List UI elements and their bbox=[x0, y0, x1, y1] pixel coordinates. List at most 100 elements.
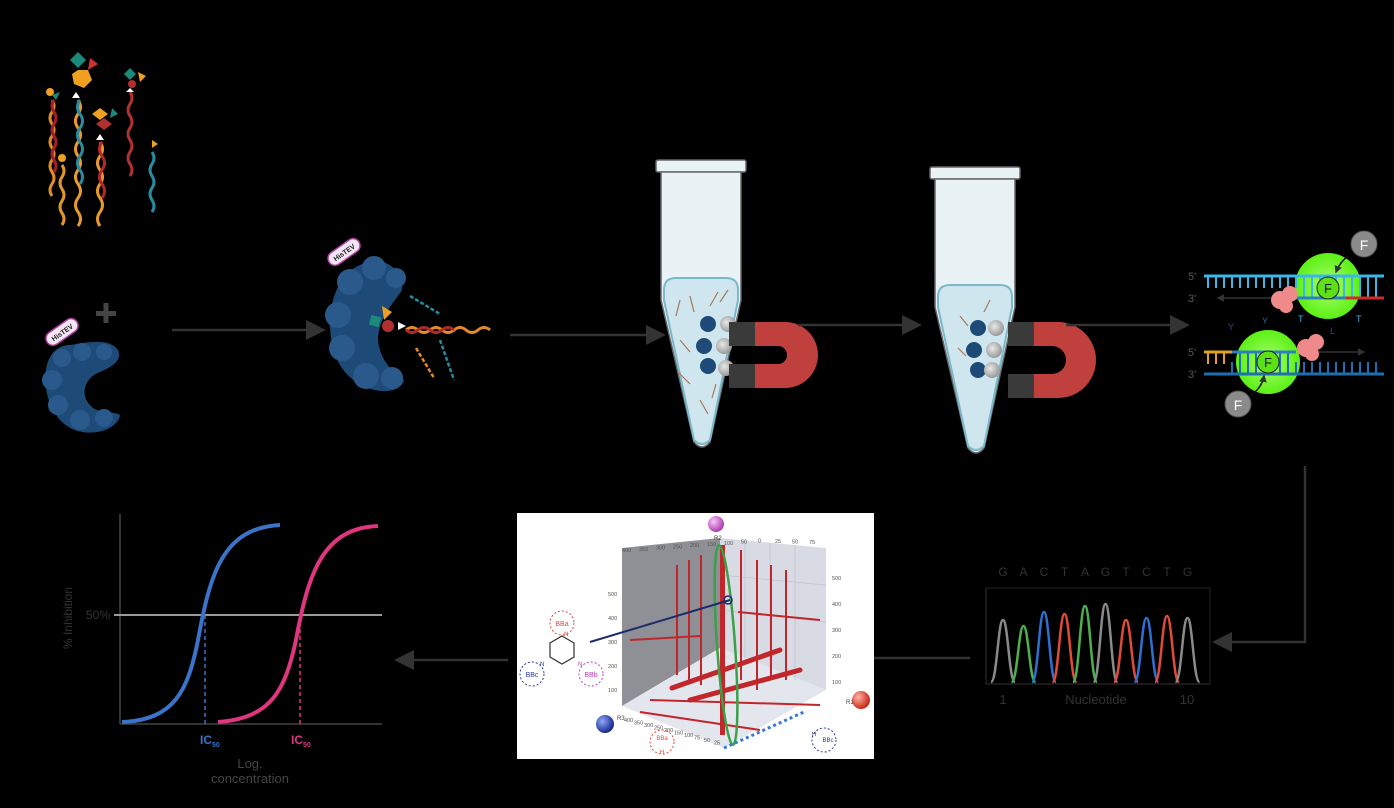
scatter-tick-label: 200 bbox=[608, 664, 617, 670]
seq-axis-end: 10 bbox=[1180, 692, 1194, 707]
base-letter: G bbox=[998, 565, 1007, 579]
bb-a-label: BBa bbox=[656, 736, 668, 742]
fluor-label: F bbox=[1234, 397, 1243, 413]
base-letter: T bbox=[1061, 565, 1069, 579]
scatter-tick-label: 100 bbox=[724, 541, 733, 547]
sequence-peak bbox=[1073, 606, 1097, 682]
scatter-tick-label: 300 bbox=[608, 640, 617, 646]
dose-response-chart: % Inhibition 50% IC50 IC50 Log. concentr… bbox=[61, 514, 382, 786]
bb-a-label: BBa bbox=[555, 621, 568, 628]
scatter-tick-label: 100 bbox=[608, 688, 617, 694]
strand-label: 5' bbox=[1188, 347, 1196, 359]
scatter-tick-label: 200 bbox=[664, 728, 673, 734]
ic50-sub-1: 50 bbox=[212, 742, 220, 749]
svg-text:Y: Y bbox=[1228, 322, 1234, 332]
arrow-sequence bbox=[1216, 466, 1305, 642]
scatter-tick-label: 300 bbox=[644, 723, 653, 729]
scatter-tick-label: 100 bbox=[684, 733, 693, 739]
base-letter: G bbox=[1183, 565, 1192, 579]
sequence-peak bbox=[1012, 626, 1036, 682]
x-axis-label-line2: concentration bbox=[211, 771, 289, 786]
strand-label: 3' bbox=[1188, 293, 1196, 305]
scatter-tick-label: 0 bbox=[758, 538, 761, 544]
strand-label: 3' bbox=[1188, 369, 1196, 381]
svg-text:T: T bbox=[1298, 314, 1304, 324]
plus-icon bbox=[96, 303, 116, 323]
fifty-percent-label: 50% bbox=[86, 608, 110, 622]
dose-curve-2 bbox=[218, 526, 378, 722]
n-label: N bbox=[578, 662, 582, 668]
svg-text:Y: Y bbox=[1262, 316, 1268, 326]
pcr-amplification-panel: F F F F Y T T Y L 5' 3' 5' 3' bbox=[1188, 231, 1384, 417]
scatter-tick-label: 400 bbox=[832, 602, 841, 608]
scatter-tick-label: 200 bbox=[690, 543, 699, 549]
scatter-tick-label: 400 bbox=[622, 548, 631, 554]
scatter-tick-label: 25 bbox=[775, 539, 781, 545]
scatter-tick-label: 25 bbox=[714, 741, 720, 747]
base-letter: C bbox=[1142, 565, 1151, 579]
base-letter: T bbox=[1122, 565, 1130, 579]
scatter-tick-label: 350 bbox=[639, 547, 648, 553]
base-letter: A bbox=[1081, 565, 1089, 579]
histev-tag: HisTEV bbox=[43, 316, 81, 348]
sequence-peak bbox=[1032, 612, 1056, 682]
base-letter: T bbox=[1163, 565, 1171, 579]
bb-c-label: BBc bbox=[526, 672, 539, 679]
bb-c-label: BBc bbox=[822, 738, 833, 744]
scatter-tick-label: 400 bbox=[608, 616, 617, 622]
x-axis-label-line1: Log. bbox=[237, 756, 262, 771]
base-letter: A bbox=[1019, 565, 1027, 579]
ic50-sub-2: 50 bbox=[303, 742, 311, 749]
scatter-tick-label: 50 bbox=[741, 540, 747, 546]
scatter-tick-label: 150 bbox=[707, 542, 716, 548]
target-protein-icon bbox=[42, 342, 120, 433]
scatter-tick-label: 500 bbox=[832, 576, 841, 582]
y-axis-label: % Inhibition bbox=[61, 587, 75, 649]
fluor-label: F bbox=[1264, 355, 1272, 370]
scatter-tick-label: 200 bbox=[832, 654, 841, 660]
cube-plot-panel: BBa BBc BBb N N N BBa H BBc H R1 R2 R3 4… bbox=[517, 513, 874, 759]
svg-text:IC50: IC50 bbox=[200, 733, 220, 749]
scatter-tick-label: 300 bbox=[832, 628, 841, 634]
base-letter: G bbox=[1101, 565, 1110, 579]
scatter-tick-label: 50 bbox=[704, 738, 710, 744]
base-letter: C bbox=[1040, 565, 1049, 579]
n-label: N bbox=[564, 632, 568, 638]
scatter-tick-label: 350 bbox=[634, 721, 643, 727]
sequence-peak bbox=[1176, 618, 1200, 682]
bb-b-label: BBb bbox=[584, 672, 597, 679]
scatter-tick-label: 75 bbox=[809, 540, 815, 546]
ic50-label-2: IC bbox=[291, 733, 303, 747]
scatter-tick-label: 75 bbox=[694, 736, 700, 742]
svg-text:T: T bbox=[1356, 314, 1362, 324]
sequence-peak bbox=[1155, 616, 1179, 682]
tube-with-magnet-1 bbox=[656, 160, 818, 447]
ic50-label-1: IC bbox=[200, 733, 212, 747]
fluor-label: F bbox=[1360, 237, 1369, 253]
axis-r1-label: R1 bbox=[846, 700, 854, 706]
scatter-tick-label: 300 bbox=[656, 546, 665, 552]
histev-tag: HisTEV bbox=[325, 236, 363, 268]
sequence-peak bbox=[1135, 618, 1159, 682]
sequence-peak bbox=[1114, 620, 1138, 682]
scatter-tick-label: 400 bbox=[624, 718, 633, 724]
dose-curve-1 bbox=[122, 525, 280, 722]
scatter-tick-label: 50 bbox=[792, 539, 798, 545]
sequence-peak bbox=[1094, 604, 1118, 682]
scatter-tick-label: 250 bbox=[673, 544, 682, 550]
sequence-peak bbox=[991, 620, 1015, 682]
svg-text:IC50: IC50 bbox=[291, 733, 311, 749]
h-label: H bbox=[812, 732, 816, 738]
scatter-tick-label: 100 bbox=[832, 680, 841, 686]
tube-with-magnet-2 bbox=[930, 167, 1096, 453]
scatter-tick-label: 250 bbox=[654, 726, 663, 732]
seq-axis-label: Nucleotide bbox=[1065, 692, 1126, 707]
del-library-icon bbox=[46, 52, 158, 226]
n-label: N bbox=[540, 662, 544, 668]
h-label: H bbox=[660, 750, 664, 756]
svg-text:L: L bbox=[1330, 326, 1335, 336]
seq-axis-start: 1 bbox=[999, 692, 1006, 707]
protein-ligand-complex-icon bbox=[325, 256, 490, 391]
